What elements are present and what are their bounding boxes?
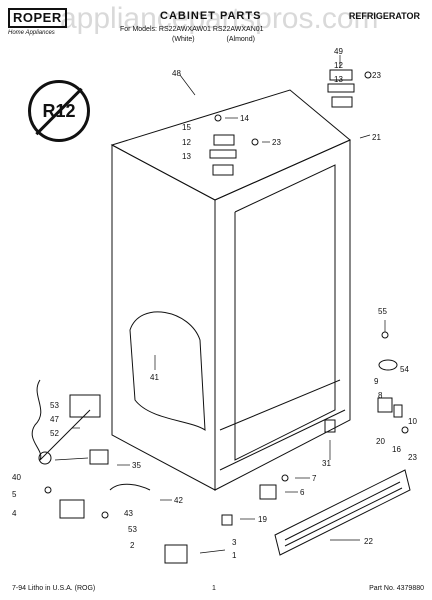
top-hinge-right: [327, 69, 355, 108]
power-cord: [31, 379, 91, 461]
callout-49: 49: [334, 47, 343, 56]
footer-part-number: Part No. 4379880: [369, 585, 424, 592]
callout-7: 7: [312, 474, 317, 483]
callout-12-mid: 12: [182, 138, 191, 147]
callout-53-left: 53: [50, 401, 59, 410]
callout-2: 2: [130, 541, 135, 550]
electrical-box: [69, 394, 101, 418]
color-white: (White): [172, 36, 195, 43]
callout-43: 43: [124, 509, 133, 518]
callout-23-top: 23: [372, 71, 381, 80]
category-label: REFRIGERATOR: [348, 11, 420, 21]
callout-6: 6: [300, 488, 305, 497]
callout-55: 55: [378, 307, 387, 316]
cabinet-side-opening: [129, 311, 206, 431]
bottom-left-parts: [38, 419, 336, 564]
callout-42: 42: [174, 496, 183, 505]
callout-14: 14: [240, 114, 249, 123]
brand-tagline: Home Appliances: [8, 30, 55, 36]
model-colors: (White) (Almond): [172, 36, 255, 43]
callout-35: 35: [132, 461, 141, 470]
page-title: CABINET PARTS: [160, 10, 262, 22]
callout-3: 3: [232, 538, 237, 547]
callout-54: 54: [400, 365, 409, 374]
callout-23-right: 23: [408, 453, 417, 462]
callout-9: 9: [374, 377, 379, 386]
callout-13-top: 13: [334, 75, 343, 84]
callout-16: 16: [392, 445, 401, 454]
callout-52: 52: [50, 429, 59, 438]
callout-8: 8: [378, 391, 383, 400]
callout-40: 40: [12, 473, 21, 482]
callout-19: 19: [258, 515, 267, 524]
leader-lines: [54, 55, 386, 554]
base-grille: [274, 469, 411, 556]
callout-numbers: 48 49 12 13 23 14 15 12 13 23 21 41 55 9…: [12, 47, 417, 560]
callout-4: 4: [12, 509, 17, 518]
callout-31: 31: [322, 459, 331, 468]
model-numbers: For Models: RS22AWXAW01 RS22AWXAN01: [120, 26, 264, 33]
watermark: appliancepartspros.com: [60, 2, 379, 35]
footer-page-number: 1: [212, 585, 216, 592]
callout-10: 10: [408, 417, 417, 426]
screw-parts: [44, 71, 409, 519]
brand-logo: ROPER: [8, 8, 67, 28]
callout-21: 21: [372, 133, 381, 142]
cabinet-outline: [110, 89, 351, 491]
callout-47: 47: [50, 415, 59, 424]
callout-15: 15: [182, 123, 191, 132]
callout-53-bottom: 53: [128, 525, 137, 534]
callout-5: 5: [12, 490, 17, 499]
rear-leveling-parts: [377, 359, 403, 418]
callout-22: 22: [364, 537, 373, 546]
callout-23-mid: 23: [272, 138, 281, 147]
callout-41: 41: [150, 373, 159, 382]
callout-13-mid: 13: [182, 152, 191, 161]
top-hinge-left: [209, 134, 237, 176]
footer-print-info: 7-94 Litho in U.S.A. (ROG): [12, 585, 96, 592]
color-almond: (Almond): [226, 36, 255, 43]
callout-48: 48: [172, 69, 181, 78]
r12-refrigerant-badge: R12: [28, 80, 90, 142]
callout-20: 20: [376, 437, 385, 446]
callout-12-top: 12: [334, 61, 343, 70]
callout-1: 1: [232, 551, 237, 560]
